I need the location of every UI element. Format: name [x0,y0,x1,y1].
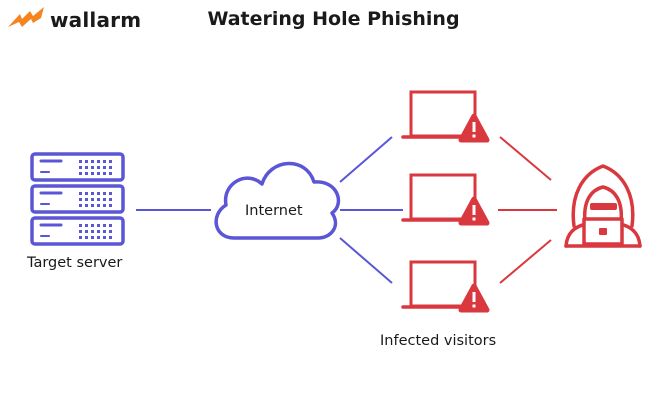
cloud-to-laptop-top-line [339,136,393,183]
laptop-bottom-to-hacker-line [499,239,552,284]
hacker-icon [564,164,642,248]
cloud-to-laptop-bottom-line [339,237,393,284]
server-icon [30,152,125,246]
brand-name: wallarm [50,8,142,32]
laptop-top-to-hacker-line [499,136,552,181]
laptop-icon-top [401,90,490,143]
page-title: Watering Hole Phishing [207,8,460,30]
cloud-icon [214,161,341,240]
connection-lines-red [498,136,557,284]
warning-icon [458,113,490,143]
hacker-laptop-logo [599,228,607,235]
warning-icon [458,196,490,226]
connection-lines-blue [136,136,403,284]
wallarm-logo-icon [8,7,44,27]
laptop-icon-middle [401,173,490,226]
visitors-label: Infected visitors [380,333,497,349]
laptop-icon-bottom [401,260,490,313]
cloud-label: Internet [245,203,303,219]
server-label: Target server [27,255,123,271]
warning-icon [458,283,490,313]
server-vent-dots [79,160,112,239]
hacker-eyes [590,203,617,210]
